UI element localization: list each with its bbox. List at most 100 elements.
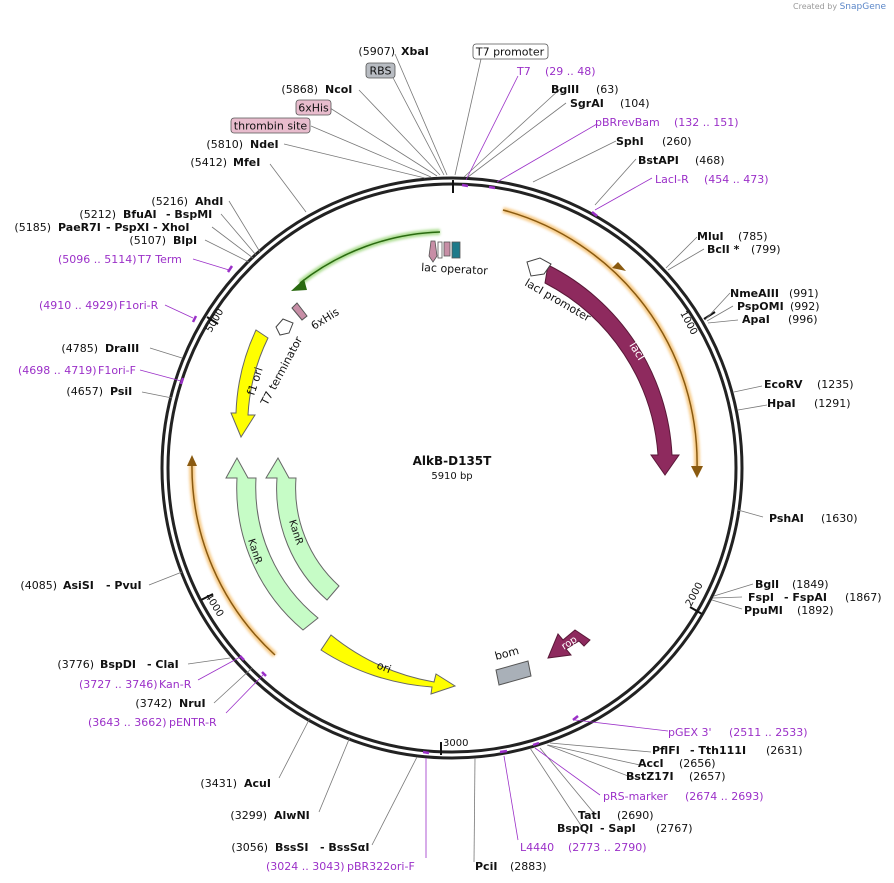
sixhis-cterm-arrow[interactable]: [291, 302, 308, 321]
primer-pbr322ori-f[interactable]: (3024 .. 3043) pBR322ori-F: [266, 860, 415, 873]
thrombin-site-tag[interactable]: thrombin site: [230, 117, 311, 134]
svg-text:pRS-marker: pRS-marker: [603, 790, 668, 803]
svg-text:SgrAI: SgrAI: [570, 97, 604, 110]
svg-text:(2883): (2883): [510, 860, 547, 873]
primer-pentr-r[interactable]: (3643 .. 3662) pENTR-R: [88, 716, 217, 729]
svg-text:(2690): (2690): [617, 809, 654, 822]
site-paer7i[interactable]: (5185) PaeR7I - PspXI - XhoI: [14, 221, 189, 234]
site-blpi[interactable]: (5107) BlpI: [129, 234, 197, 247]
site-acui[interactable]: (3431) AcuI: [200, 777, 271, 790]
svg-text:TatI: TatI: [578, 809, 601, 822]
site-pcii[interactable]: PciI (2883): [475, 860, 547, 873]
svg-text:(5212): (5212): [79, 208, 116, 221]
svg-text:(3727 .. 3746): (3727 .. 3746): [79, 678, 158, 691]
site-bsssi[interactable]: (3056) BssSI - BssSαI: [231, 841, 369, 854]
site-bstapi[interactable]: BstAPI (468): [638, 154, 725, 167]
svg-text:AccI: AccI: [638, 757, 664, 770]
lacI-arrow[interactable]: [544, 264, 680, 476]
primer-l4440[interactable]: L4440 (2773 .. 2790): [520, 841, 647, 854]
site-bglii[interactable]: BglII (63): [551, 83, 619, 96]
svg-text:pENTR-R: pENTR-R: [169, 716, 217, 729]
svg-text:(5185): (5185): [14, 221, 51, 234]
lac-operator-glyphs[interactable]: [428, 240, 461, 263]
site-sphi[interactable]: SphI (260): [616, 135, 692, 148]
rop-arrow[interactable]: [547, 629, 591, 659]
ori-arrow[interactable]: [320, 634, 457, 695]
tick-4000: 4000: [202, 592, 225, 619]
site-pshai[interactable]: PshAI (1630): [769, 512, 858, 525]
t7-promoter-tag[interactable]: T7 promoter: [472, 43, 549, 60]
svg-text:(4785): (4785): [61, 342, 98, 355]
site-pspomi[interactable]: PspOMI (992): [737, 300, 820, 313]
svg-text:DraIII: DraIII: [105, 342, 139, 355]
site-psii[interactable]: (4657) PsiI: [66, 385, 132, 398]
svg-text:BstZ17I: BstZ17I: [626, 770, 674, 783]
site-ahdi[interactable]: (5216) AhdI: [151, 195, 223, 208]
rbs-tag[interactable]: RBS: [365, 62, 396, 79]
svg-text:(785): (785): [738, 230, 768, 243]
primer-prs-marker[interactable]: pRS-marker (2674 .. 2693): [603, 790, 764, 803]
site-asisi[interactable]: (4085) AsiSI - PvuI: [20, 579, 141, 592]
site-bstz17i[interactable]: BstZ17I (2657): [626, 770, 726, 783]
svg-text:BglI: BglI: [755, 578, 779, 591]
site-bfuai[interactable]: (5212) BfuAI - BspMI: [79, 208, 212, 221]
site-fspi[interactable]: FspI - FspAI (1867): [748, 591, 882, 604]
site-xbai[interactable]: (5907) XbaI: [358, 45, 428, 58]
svg-text:(132 .. 151): (132 .. 151): [674, 116, 739, 129]
site-pflfi[interactable]: PflFI - Tth111I (2631): [652, 744, 803, 757]
site-acci[interactable]: AccI (2656): [638, 757, 716, 770]
lac-operator-label: lac operator: [421, 261, 489, 277]
site-bgli[interactable]: BglI (1849): [755, 578, 829, 591]
svg-text:(1867): (1867): [845, 591, 882, 604]
svg-text:(3742): (3742): [135, 697, 172, 710]
site-ncoi[interactable]: (5868) NcoI: [281, 83, 352, 96]
site-ndei[interactable]: (5810) NdeI: [206, 138, 278, 151]
bom-box[interactable]: [495, 660, 532, 686]
kanr-arrow-1[interactable]: [225, 456, 319, 631]
svg-text:- BspMI: - BspMI: [166, 208, 212, 221]
primer-laci-r[interactable]: LacI-R (454 .. 473): [655, 173, 769, 186]
site-tati[interactable]: TatI (2690): [578, 809, 654, 822]
primer-labels: T7 (29 .. 48) pBRrevBam (132 .. 151) Lac…: [18, 65, 808, 873]
t7-terminator-arrow[interactable]: [275, 318, 294, 336]
site-nrui[interactable]: (3742) NruI: [135, 697, 205, 710]
site-alwni[interactable]: (3299) AlwNI: [230, 809, 309, 822]
ori-label: ori: [375, 659, 393, 676]
sixhis-nterm-label: 6xHis: [298, 102, 329, 115]
svg-text:(1892): (1892): [797, 604, 834, 617]
svg-text:- PspXI - XhoI: - PspXI - XhoI: [106, 221, 189, 234]
lacI-promoter-arrow[interactable]: [526, 257, 552, 277]
site-hpai[interactable]: HpaI (1291): [767, 397, 851, 410]
site-ecorv[interactable]: EcoRV (1235): [764, 378, 854, 391]
primer-pgex3[interactable]: pGEX 3' (2511 .. 2533): [668, 726, 808, 739]
plasmid-name: AlkB-D135T: [413, 454, 493, 468]
green-outer-arc[interactable]: [298, 229, 441, 286]
svg-text:NruI: NruI: [179, 697, 206, 710]
site-bcli[interactable]: BclI * (799): [707, 243, 781, 256]
primer-pbrrevbam[interactable]: pBRrevBam (132 .. 151): [595, 116, 739, 129]
site-sgrai[interactable]: SgrAI (104): [570, 97, 650, 110]
svg-text:- BssSαI: - BssSαI: [320, 841, 369, 854]
sixhis-nterm-tag[interactable]: 6xHis: [295, 99, 332, 116]
site-apai[interactable]: ApaI (996): [742, 313, 818, 326]
t7-promoter-label: T7 promoter: [475, 46, 545, 59]
site-bspqi[interactable]: BspQI - SapI (2767): [557, 822, 693, 835]
primer-f1ori-f[interactable]: (4698 .. 4719) F1ori-F: [18, 364, 136, 377]
kanr-arrow-2[interactable]: [265, 456, 340, 601]
svg-text:MfeI: MfeI: [233, 156, 260, 169]
primer-f1ori-r[interactable]: (4910 .. 4929) F1ori-R: [39, 299, 159, 312]
primer-t7-term[interactable]: (5096 .. 5114) T7 Term: [58, 253, 182, 266]
primer-t7[interactable]: T7 (29 .. 48): [516, 65, 596, 78]
site-mfei[interactable]: (5412) MfeI: [190, 156, 260, 169]
site-nmeaiii[interactable]: NmeAIII (991): [730, 287, 819, 300]
site-draiii[interactable]: (4785) DraIII: [61, 342, 139, 355]
svg-text:EcoRV: EcoRV: [764, 378, 803, 391]
site-bspdi[interactable]: (3776) BspDI - ClaI: [57, 658, 178, 671]
svg-text:(468): (468): [695, 154, 725, 167]
site-mlui[interactable]: MluI (785): [697, 230, 768, 243]
site-ppumi[interactable]: PpuMI (1892): [744, 604, 834, 617]
svg-text:(2631): (2631): [766, 744, 803, 757]
bom-label: bom: [493, 644, 520, 663]
f1-ori-arrow[interactable]: [230, 329, 269, 439]
primer-kan-r[interactable]: (3727 .. 3746) Kan-R: [79, 678, 192, 691]
